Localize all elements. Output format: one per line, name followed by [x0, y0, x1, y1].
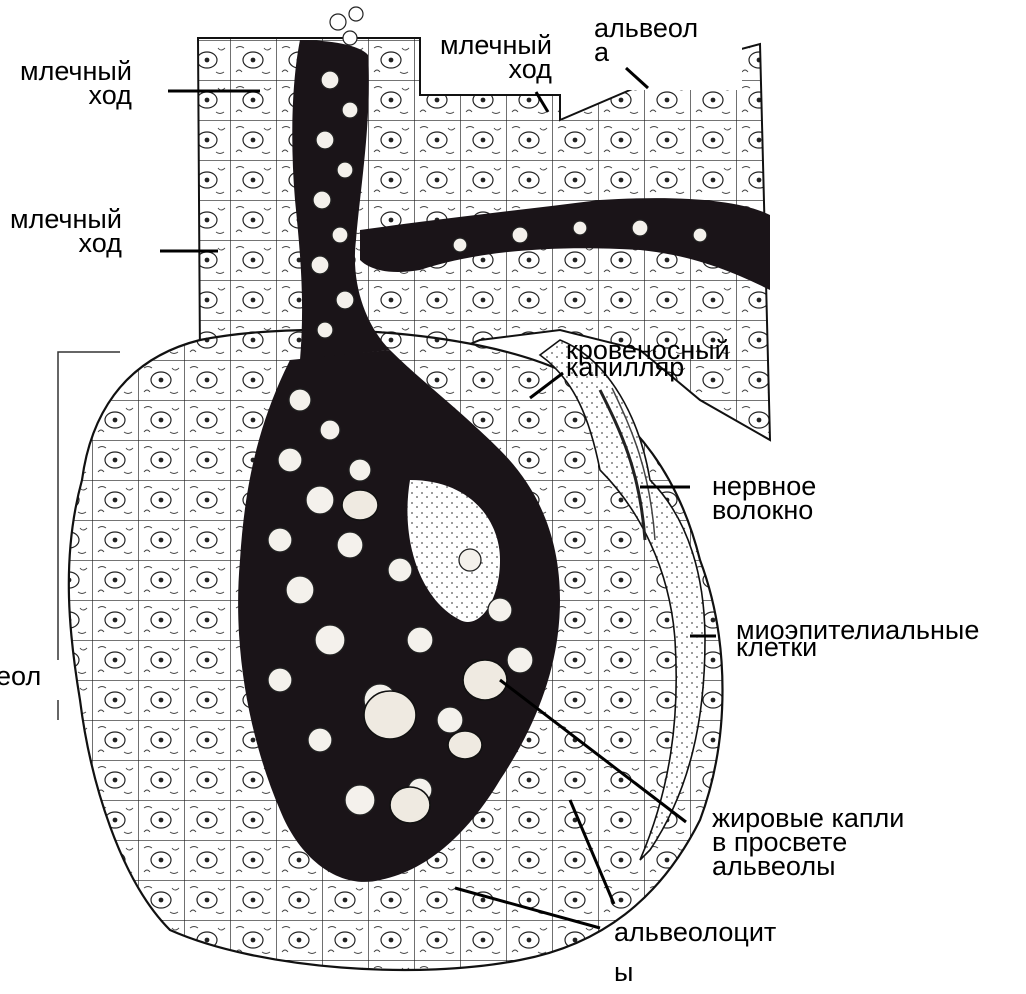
- label-line: альвеолы: [712, 854, 904, 878]
- label-alveolocytes: альвеолоцит ы: [614, 912, 776, 992]
- label-fat-droplets: жировые капли в просвете альвеолы: [712, 806, 904, 878]
- label-milk-duct-top-left: млечный ход: [20, 59, 132, 107]
- label-line: волокно: [712, 498, 816, 522]
- label-alveola-left-partial: еол: [0, 664, 41, 688]
- label-nerve-fiber: нервное волокно: [712, 474, 816, 522]
- label-line: еол: [0, 664, 41, 688]
- label-line: а: [594, 40, 698, 64]
- label-myoepithelial: миоэпителиальные клетки: [736, 622, 979, 656]
- label-alveola-top: альвеол а: [594, 16, 698, 64]
- label-line: ход: [440, 57, 552, 81]
- label-milk-duct-mid-left: млечный ход: [10, 207, 122, 255]
- label-line: альвеол: [594, 16, 698, 40]
- label-capillary: кровеносный капилляр: [566, 342, 730, 376]
- label-milk-duct-top-mid: млечный ход: [440, 33, 552, 81]
- label-line: ход: [10, 231, 122, 255]
- label-line: ы: [614, 952, 776, 992]
- label-line: ход: [20, 83, 132, 107]
- label-line: альвеолоцит: [614, 912, 776, 952]
